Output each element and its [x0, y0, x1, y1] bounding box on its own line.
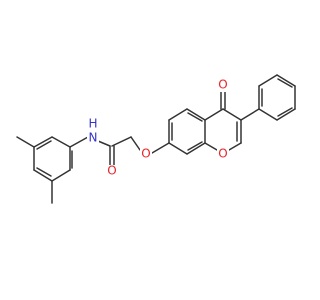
bond: [51, 169, 71, 182]
bond: [204, 108, 224, 121]
atom-label-o-ring: O: [218, 147, 227, 161]
atom-label-o-amide: O: [107, 164, 116, 178]
bond: [16, 136, 35, 148]
atom-h-amide: H: [87, 117, 99, 131]
bond: [228, 142, 242, 151]
atom-label-group: O O O O N H: [87, 78, 229, 178]
bond: [258, 108, 278, 121]
bond: [151, 142, 170, 154]
bond: [130, 136, 141, 151]
bond: [33, 169, 53, 182]
bond-group: [16, 74, 296, 204]
atom-n-amide: N: [87, 131, 99, 145]
atom-o-ether: O: [140, 147, 152, 161]
bond: [258, 74, 278, 87]
bond: [240, 108, 260, 121]
atom-o-carbonyl: O: [217, 78, 229, 92]
bond: [36, 140, 52, 150]
atom-label-o-ether: O: [141, 147, 150, 161]
structure-canvas: O O O O N H: [16, 74, 296, 204]
bond: [111, 136, 132, 147]
atom-o-ring: O: [217, 147, 229, 161]
bond: [187, 141, 203, 151]
bond: [277, 107, 293, 117]
bond: [168, 108, 188, 121]
molecule-structure: O O O O N H: [16, 74, 296, 204]
atom-label-h-amide: H: [88, 117, 97, 131]
atom-label-o-carbonyl: O: [218, 78, 227, 92]
bond: [276, 74, 296, 87]
bond: [168, 142, 188, 155]
bond: [204, 142, 218, 151]
bond: [222, 108, 242, 121]
atom-label-n-amide: N: [89, 131, 98, 145]
bond: [277, 78, 293, 88]
bond: [33, 136, 53, 148]
bond: [51, 136, 71, 148]
bond: [187, 112, 203, 122]
bond: [69, 136, 89, 148]
bond: [186, 108, 206, 121]
bond: [186, 142, 206, 155]
bond: [97, 140, 111, 147]
bond: [276, 108, 296, 121]
bond: [36, 167, 52, 177]
atom-o-amide: O: [106, 164, 118, 178]
